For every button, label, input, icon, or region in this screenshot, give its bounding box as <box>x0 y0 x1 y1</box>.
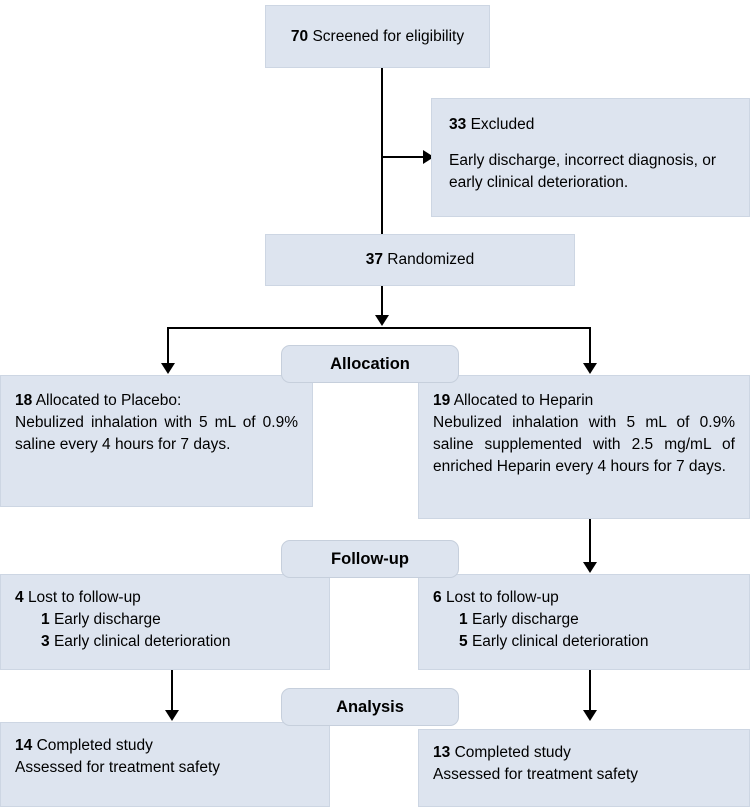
lost-placebo-item-0-label: Early discharge <box>53 611 161 628</box>
lost-placebo-label: Lost to follow-up <box>27 589 141 606</box>
allocated-placebo-count: 18 <box>15 392 33 409</box>
arrow-randomized-down <box>375 315 389 326</box>
node-analysis-heparin: 13 Completed study Assessed for treatmen… <box>418 729 750 807</box>
node-allocated-placebo: 18 Allocated to Placebo: Nebulized inhal… <box>0 375 313 507</box>
node-analysis-placebo: 14 Completed study Assessed for treatmen… <box>0 722 330 807</box>
arrow-to-excluded <box>423 150 434 164</box>
allocated-heparin-detail: Nebulized inhalation with 5 mL of 0.9% s… <box>433 414 735 475</box>
lost-heparin-item-0: 1 Early discharge <box>433 609 735 631</box>
node-screened: 70 Screened for eligibility <box>265 5 490 68</box>
analysis-heparin-count: 13 <box>433 744 451 761</box>
analysis-heparin-label: Completed study <box>454 744 571 761</box>
split-bar-allocation <box>167 327 591 329</box>
randomized-count: 37 <box>365 251 383 268</box>
excluded-reasons: Early discharge, incorrect diagnosis, or… <box>449 152 717 191</box>
screened-label: Screened for eligibility <box>312 27 465 45</box>
lost-heparin-label: Lost to follow-up <box>445 589 559 606</box>
lost-placebo-headline: 4 Lost to follow-up <box>15 587 315 609</box>
node-excluded: 33 Excluded Early discharge, incorrect d… <box>431 98 750 217</box>
arrow-heparin-followup-to-analysis <box>583 710 597 721</box>
node-lost-heparin: 6 Lost to follow-up 1 Early discharge 5 … <box>418 574 750 670</box>
stage-label-allocation: Allocation <box>281 345 459 383</box>
allocated-placebo-detail: Nebulized inhalation with 5 mL of 0.9% s… <box>15 414 298 453</box>
lost-heparin-item-1-label: Early clinical deterioration <box>471 633 649 650</box>
connector-screened-to-randomized <box>381 68 383 234</box>
connector-heparin-alloc-to-followup <box>589 519 591 566</box>
lost-placebo-item-1: 3 Early clinical deterioration <box>15 631 315 653</box>
arrow-allocation-right <box>583 363 597 374</box>
split-left-drop <box>167 327 169 367</box>
node-randomized: 37 Randomized <box>265 234 575 286</box>
lost-heparin-item-0-label: Early discharge <box>471 611 579 628</box>
excluded-headline: 33 Excluded <box>449 114 732 136</box>
allocated-placebo-label: Allocated to Placebo: <box>35 392 182 409</box>
allocated-heparin-headline: 19 Allocated to Heparin <box>433 390 735 412</box>
lost-placebo-item-1-label: Early clinical deterioration <box>53 633 231 650</box>
lost-placebo-item-0-count: 1 <box>41 611 50 628</box>
excluded-count: 33 <box>449 116 467 133</box>
allocated-placebo-headline: 18 Allocated to Placebo: <box>15 390 298 412</box>
excluded-spacer <box>449 136 732 150</box>
excluded-label: Excluded <box>470 116 535 133</box>
lost-heparin-item-1: 5 Early clinical deterioration <box>433 631 735 653</box>
node-allocated-heparin: 19 Allocated to Heparin Nebulized inhala… <box>418 375 750 519</box>
randomized-label: Randomized <box>387 251 475 268</box>
allocated-heparin-label: Allocated to Heparin <box>453 392 594 409</box>
lost-heparin-item-1-count: 5 <box>459 633 468 650</box>
analysis-placebo-count: 14 <box>15 737 33 754</box>
screened-count: 70 <box>290 27 309 45</box>
lost-heparin-item-0-count: 1 <box>459 611 468 628</box>
allocated-heparin-count: 19 <box>433 392 451 409</box>
analysis-heparin-line2: Assessed for treatment safety <box>433 766 639 783</box>
lost-heparin-headline: 6 Lost to follow-up <box>433 587 735 609</box>
stage-label-followup: Follow-up <box>281 540 459 578</box>
stage-label-analysis: Analysis <box>281 688 459 726</box>
arrow-placebo-followup-to-analysis <box>165 710 179 721</box>
analysis-placebo-label: Completed study <box>36 737 153 754</box>
connector-to-excluded <box>383 156 426 158</box>
analysis-heparin-headline: 13 Completed study <box>433 742 735 764</box>
connector-heparin-followup-to-analysis <box>589 670 591 714</box>
connector-placebo-followup-to-analysis <box>171 670 173 714</box>
lost-heparin-count: 6 <box>433 589 442 606</box>
arrow-heparin-alloc-to-followup <box>583 562 597 573</box>
analysis-placebo-headline: 14 Completed study <box>15 735 315 757</box>
arrow-allocation-left <box>161 363 175 374</box>
split-right-drop <box>589 327 591 367</box>
lost-placebo-count: 4 <box>15 589 24 606</box>
lost-placebo-item-1-count: 3 <box>41 633 50 650</box>
connector-randomized-down <box>381 286 383 319</box>
analysis-placebo-line2: Assessed for treatment safety <box>15 759 221 776</box>
lost-placebo-item-0: 1 Early discharge <box>15 609 315 631</box>
node-lost-placebo: 4 Lost to follow-up 1 Early discharge 3 … <box>0 574 330 670</box>
